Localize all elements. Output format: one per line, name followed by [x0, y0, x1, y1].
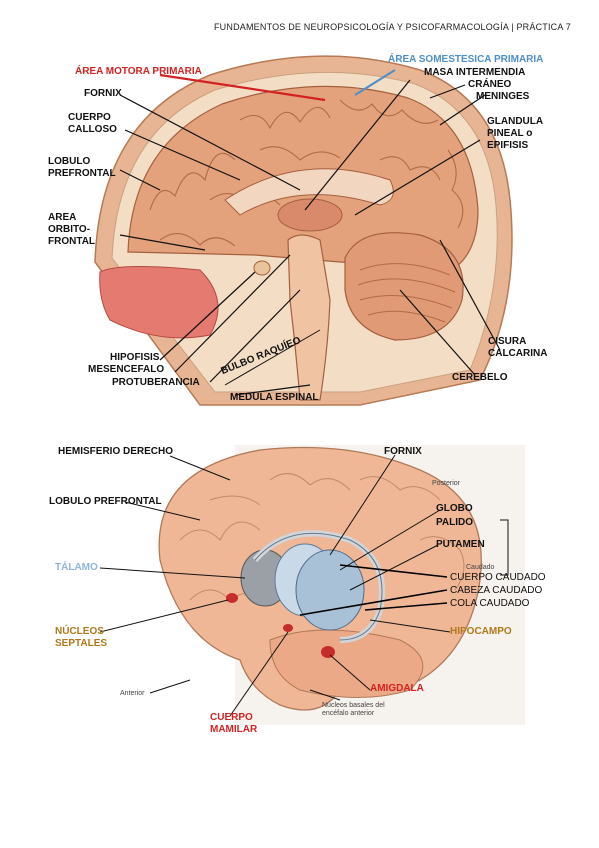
cerebelo-label: CEREBELO — [452, 372, 508, 383]
anterior-label: Anterior — [120, 690, 145, 697]
talamo-label: TÁLAMO — [55, 562, 98, 573]
brainstem-shape — [287, 234, 331, 401]
corpus-callosum-shape — [224, 168, 394, 216]
area-somestesica-label: ÁREA SOMESTESICA PRIMARIA — [388, 54, 544, 65]
mesencefalo-label: MESENCEFALO — [88, 364, 165, 375]
temporal-lobe — [269, 629, 424, 698]
caudado-small-label: Caudado — [466, 564, 495, 571]
glandula-pineal-label: GLANDULA PINEAL o EPIFISIS — [487, 116, 543, 151]
caudate-arc-outline — [254, 532, 383, 641]
putamen-shape — [295, 549, 365, 631]
hipofisis-label: HIPOFISIS — [110, 352, 160, 363]
cerebellum-folia — [357, 263, 456, 323]
hipocampo-label: HIPOCAMPO — [450, 626, 512, 637]
cuerpo-caudado-label: CUERPO CAUDADO — [450, 572, 546, 583]
cola-caudado-label: COLA CAUDADO — [450, 598, 530, 609]
nucleos-basales-label: Núcleos basales del encéfalo anterior — [322, 702, 385, 717]
nasal-cavity — [99, 265, 219, 339]
cabeza-caudado-label: CABEZA CAUDADO — [450, 585, 543, 596]
meninges-label: MENINGES — [476, 91, 530, 102]
fornix2-label: FORNIX — [384, 446, 422, 457]
globo-label: GLOBO — [436, 503, 473, 514]
palido-label: PALIDO — [436, 517, 474, 528]
amigdala-label: AMIGDALA — [370, 683, 424, 694]
protuberancia-label: PROTUBERANCIA — [112, 377, 200, 388]
amygdala-dot — [321, 646, 335, 658]
craneo-label: CRÁNEO — [468, 79, 512, 90]
medula-label: MEDULA ESPINAL — [230, 392, 319, 403]
bracket — [500, 519, 509, 576]
area-orbito-label: AREA ORBITO-FRONTAL — [48, 212, 96, 247]
caudate-arrows — [299, 564, 448, 616]
lobulo-prefrontal-label: LOBULO PREFRONTAL — [48, 156, 116, 179]
leader-lines-2 — [99, 454, 451, 717]
page-header: FUNDAMENTOS DE NEUROPSICOLOGÍA Y PSICOFA… — [213, 22, 571, 32]
septal-nuclei-dot — [226, 593, 238, 603]
putamen-label: PUTAMEN — [436, 539, 485, 550]
cuerpo-mamilar-label: CUERPO MAMILAR — [210, 712, 258, 735]
fornix-label: FORNIX — [84, 88, 122, 99]
cisura-label: CISURA CALCARINA — [488, 336, 548, 359]
leader-lines — [119, 69, 501, 396]
cuerpo-calloso-label: CUERPO CALLOSO — [68, 112, 117, 135]
hemisferio-label: HEMISFERIO DERECHO — [58, 446, 174, 457]
mammillary-dot — [283, 624, 293, 632]
nucleos-septales-label: NÚCLEOS SEPTALES — [55, 626, 108, 649]
masa-intermedia-label: MASA INTERMENDIA — [424, 67, 526, 78]
sagittal-brain-illustration — [94, 55, 513, 406]
pituitary-shape — [253, 260, 271, 276]
area-motora-label: ÁREA MOTORA PRIMARIA — [75, 66, 202, 77]
posterior-label: Posterior — [432, 480, 461, 487]
lobulo-prefrontal2-label: LOBULO PREFRONTAL — [49, 496, 162, 507]
thalamus-shape — [277, 198, 343, 232]
